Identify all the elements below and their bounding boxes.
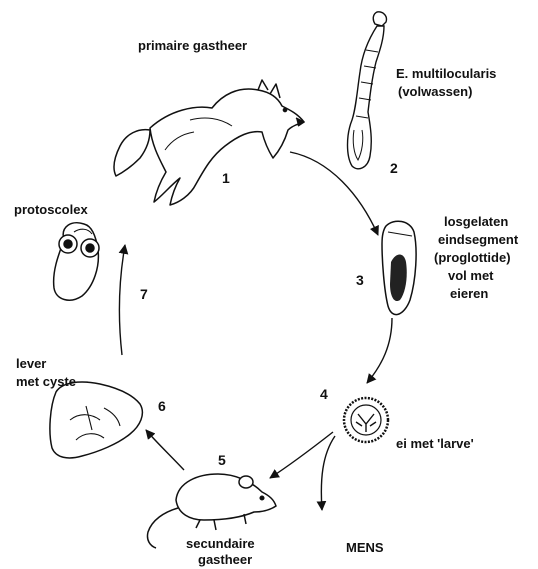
label-proglottid-line4: vol met: [448, 268, 494, 284]
step-number-4: 4: [320, 386, 328, 402]
label-secondary-host-line1: secundaire: [186, 536, 255, 552]
label-human: MENS: [346, 540, 384, 556]
label-primary-host: primaire gastheer: [138, 38, 247, 54]
arrow-egg-to-human: [321, 436, 335, 510]
protoscolex-icon: [54, 223, 99, 300]
liver-icon: [50, 382, 142, 458]
fox-icon: [114, 80, 304, 205]
step-number-7: 7: [140, 286, 148, 302]
arrow-mouse-to-liver: [146, 430, 184, 470]
label-proglottid-line3: (proglottide): [434, 250, 511, 266]
label-secondary-host-line2: gastheer: [198, 552, 252, 568]
label-liver-line1: lever: [16, 356, 46, 372]
proglottid-icon: [382, 221, 416, 314]
step-number-2: 2: [390, 160, 398, 176]
label-proglottid-line5: eieren: [450, 286, 488, 302]
label-proglottid-line1: losgelaten: [444, 214, 508, 230]
label-egg: ei met 'larve': [396, 436, 474, 452]
label-adult-line1: E. multilocularis: [396, 66, 496, 82]
arrow-proglottid-to-egg: [367, 318, 392, 383]
step-number-5: 5: [218, 452, 226, 468]
step-number-1: 1: [222, 170, 230, 186]
step-number-3: 3: [356, 272, 364, 288]
arrow-liver-to-protoscolex: [119, 245, 125, 355]
label-proglottid-line2: eindsegment: [438, 232, 518, 248]
label-protoscolex: protoscolex: [14, 202, 88, 218]
label-adult-line2: (volwassen): [398, 84, 472, 100]
step-number-6: 6: [158, 398, 166, 414]
arrow-egg-to-mouse: [270, 432, 333, 478]
label-liver-line2: met cyste: [16, 374, 76, 390]
egg-icon: [344, 398, 388, 442]
tapeworm-icon: [348, 12, 387, 169]
